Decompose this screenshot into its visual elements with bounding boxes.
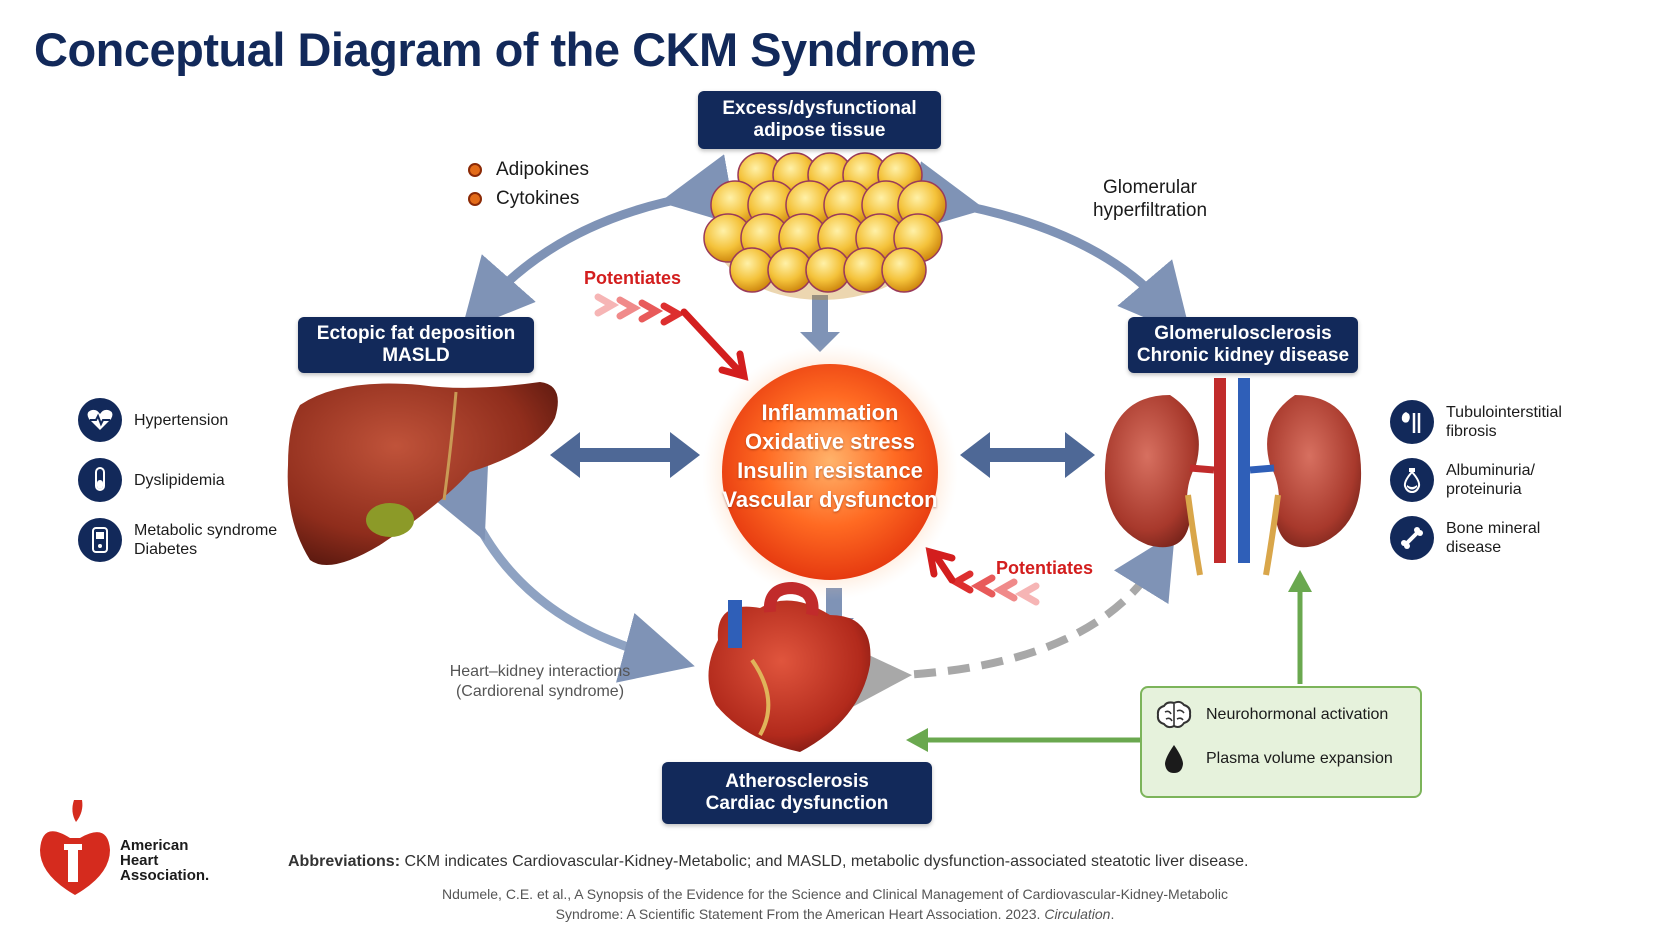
arrow-heart-kidney-dashed: [847, 532, 1175, 709]
abbreviations-note: Abbreviations: CKM indicates Cardiovascu…: [288, 853, 1249, 870]
liver-illustration: [287, 382, 558, 565]
heart-illustration: [708, 581, 871, 752]
list-item: Metabolic syndrome Diabetes: [78, 518, 277, 562]
arrow-kidney-center: [960, 432, 1095, 478]
bullet-dot-icon: [468, 191, 482, 206]
potentiates-label-top: Potentiates: [584, 268, 682, 288]
page-title: Conceptual Diagram of the CKM Syndrome: [34, 23, 977, 76]
heart-pulse-icon: [78, 398, 122, 442]
glucometer-icon: [78, 518, 122, 562]
test-tube-icon: [78, 458, 122, 502]
kidney-tubule-icon: [1390, 400, 1434, 444]
center-line: Oxidative stress: [745, 429, 915, 454]
list-item: Albuminuria/ proteinuria: [1390, 458, 1562, 502]
protein-drop-icon: [1390, 458, 1434, 502]
fat-cell: [881, 247, 927, 293]
neurohormonal-box: Neurohormonal activation Plasma volume e…: [1140, 686, 1422, 798]
list-item: Plasma volume expansion: [1156, 744, 1393, 774]
drop-icon: [1156, 744, 1192, 774]
factor-list: Adipokines Cytokines: [468, 155, 589, 213]
citation: Ndumele, C.E. et al., A Synopsis of the …: [442, 886, 1228, 922]
bone-icon: [1390, 516, 1434, 560]
bullet-dot-icon: [468, 162, 482, 177]
potentiates-arrow-top: [594, 293, 749, 381]
arrow-adipose-liver: [461, 154, 737, 332]
arrow-liver-center: [550, 432, 700, 478]
list-item: Neurohormonal activation: [1156, 700, 1388, 730]
kidney-conditions-list: Tubulointerstitial fibrosis Albuminuria/…: [1390, 400, 1562, 574]
kidneys-illustration: [1104, 378, 1362, 576]
green-arrow-to-heart: [906, 728, 1140, 752]
metabolic-conditions-list: Hypertension Dyslipidemia Metabolic synd…: [78, 398, 277, 576]
adipose-node-label: Excess/dysfunctional adipose tissue: [698, 91, 941, 149]
aha-logo-icon: [40, 800, 110, 895]
list-item: Dyslipidemia: [78, 458, 277, 502]
list-item: Cytokines: [468, 184, 589, 213]
center-line: Inflammation: [761, 400, 899, 425]
liver-node-label: Ectopic fat deposition MASLD: [298, 317, 534, 373]
list-item: Tubulointerstitial fibrosis: [1390, 400, 1562, 444]
heart-node-label: Atherosclerosis Cardiac dysfunction: [662, 762, 932, 824]
green-arrow-to-kidney: [1288, 570, 1312, 684]
arrow-liver-heart: [422, 460, 695, 683]
arrow-adipose-center: [800, 295, 840, 352]
center-orb: [722, 364, 938, 580]
cardiorenal-note: Heart–kidney interactions (Cardiorenal s…: [449, 663, 631, 700]
center-line: Vascular dysfuncton: [722, 487, 938, 512]
potentiates-arrow-bottom: [925, 547, 1040, 606]
adipose-tissue-illustration: [703, 152, 947, 300]
list-item: Adipokines: [468, 155, 589, 184]
glomerular-label: Glomerular hyperfiltration: [1092, 177, 1208, 221]
list-item: Bone mineral disease: [1390, 516, 1562, 560]
brain-icon: [1156, 700, 1192, 730]
arrow-adipose-kidney: [908, 161, 1192, 338]
kidney-node-label: Glomerulosclerosis Chronic kidney diseas…: [1128, 317, 1358, 373]
center-line: Insulin resistance: [737, 458, 923, 483]
center-mechanisms: Inflammation Oxidative stress Insulin re…: [720, 398, 940, 514]
list-item: Hypertension: [78, 398, 277, 442]
potentiates-label-bottom: Potentiates: [996, 558, 1094, 578]
aha-logo-text: American Heart Association.: [120, 837, 210, 884]
